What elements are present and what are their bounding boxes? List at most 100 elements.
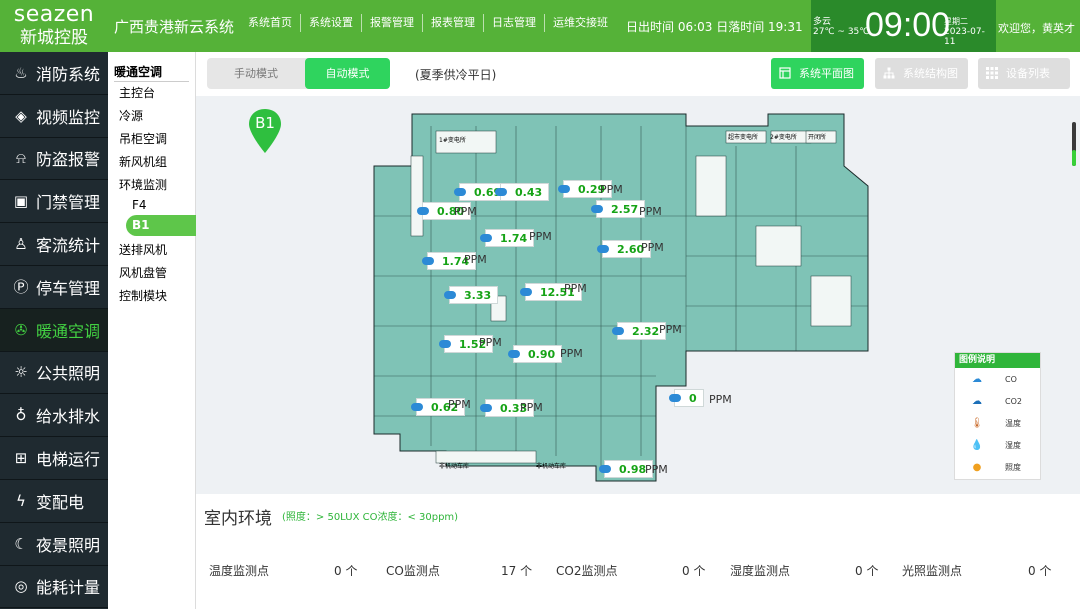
legend-label: CO2 — [1005, 396, 1022, 406]
sidebar-item[interactable]: ▣门禁管理 — [0, 180, 108, 224]
sensor-reading[interactable]: 12.51 — [520, 283, 582, 301]
floor-plan-label: 系统平面图 — [799, 67, 854, 80]
structure-button[interactable]: 系统结构图 — [875, 58, 968, 89]
room-label: 开闭所 — [808, 134, 827, 141]
room-label: 非机动车库 — [439, 463, 470, 470]
sidebar-item[interactable]: ◎能耗计量 — [0, 566, 108, 609]
system-title: 广西贵港新云系统 — [114, 18, 235, 36]
stat-label: 湿度监测点 — [730, 564, 791, 578]
sidebar-item[interactable]: ⍾防盗报警 — [0, 138, 108, 181]
sub-item-floor-b1[interactable]: B1 — [126, 215, 196, 236]
sidebar-item[interactable]: Ⓟ 停车管理 — [0, 266, 108, 309]
sensor-reading[interactable]: 3.33 — [444, 286, 499, 304]
nav-alarms[interactable]: 报警管理 — [361, 14, 422, 32]
logo: seazen 新城控股 — [0, 0, 108, 52]
environment-criteria: (照度：> 50LUX CO浓度：< 30ppm) — [282, 512, 459, 523]
sensor-reading[interactable]: 0.80 — [417, 202, 472, 220]
sensor-reading[interactable]: 0.98 — [599, 460, 654, 478]
temperature-range: 27℃ ~ 35℃ — [813, 27, 870, 37]
top-nav: 系统首页 系统设置 报警管理 报表管理 日志管理 运维交接班 — [240, 14, 616, 32]
co-cloud-icon — [599, 465, 611, 473]
co-cloud-icon — [417, 207, 429, 215]
sensor-reading[interactable]: 0.69 — [454, 183, 509, 201]
auto-mode-button[interactable]: 自动模式 — [305, 58, 390, 89]
nav-home[interactable]: 系统首页 — [248, 16, 292, 29]
floor-plan-drawing — [373, 113, 869, 482]
nav-settings[interactable]: 系统设置 — [300, 14, 361, 32]
parking-icon: Ⓟ — [13, 278, 29, 297]
welcome-user[interactable]: 欢迎您，黄英才 — [998, 22, 1075, 35]
sensor-value: 2.57 — [611, 202, 639, 216]
sub-item-fan-coil[interactable]: 风机盘管 — [119, 266, 168, 280]
sensor-reading[interactable]: 0.33 — [480, 399, 535, 417]
sensor-reading[interactable]: 0.29 — [558, 180, 613, 198]
sensor-reading[interactable]: 2.32 — [612, 322, 667, 340]
logo-text-en: seazen — [13, 2, 95, 27]
sub-item-floor-f4[interactable]: F4 — [132, 198, 147, 212]
sunrise-sunset: 日出时间 06:03 日落时间 19:31 — [626, 20, 803, 34]
weather-condition: 多云 — [813, 17, 832, 27]
room-label: 2#变电所 — [770, 134, 797, 141]
sidebar-item[interactable]: ☾夜景照明 — [0, 523, 108, 566]
scrollbar[interactable] — [1072, 122, 1076, 166]
sub-item-cold-source[interactable]: 冷源 — [119, 109, 144, 123]
sidebar-item[interactable]: ♙客流统计 — [0, 223, 108, 266]
sensor-value: 0.29 — [578, 182, 606, 196]
floor-plan-map[interactable]: 1#变电所 超市变电所 2#变电所 开闭所 非机动车库 非机动车库 B1 0.6… — [196, 96, 1080, 494]
sensor-reading[interactable]: 0 — [669, 389, 704, 407]
sidebar-item-label: 停车管理 — [36, 278, 101, 298]
season-mode-label: (夏季供冷平日) — [415, 68, 497, 82]
sensor-reading[interactable]: 1.52 — [439, 335, 494, 353]
scrollbar-thumb[interactable] — [1072, 150, 1076, 166]
floor-marker: B1 — [248, 108, 282, 154]
person-icon: ♙ — [14, 235, 28, 254]
sensor-reading[interactable]: 2.60 — [597, 240, 652, 258]
sensor-reading[interactable]: 1.74 — [480, 229, 535, 247]
sidebar-item[interactable]: ♨消防系统 — [0, 52, 108, 95]
weekday: 星期二 — [944, 17, 968, 26]
sensor-reading[interactable]: 0.43 — [495, 183, 550, 201]
device-list-label: 设备列表 — [1006, 67, 1050, 80]
sidebar-item-label: 能耗计量 — [36, 578, 101, 598]
room-label: 非机动车库 — [536, 463, 567, 470]
legend-label: CO — [1005, 374, 1017, 384]
sidebar-item[interactable]: ◈视频监控 — [0, 95, 108, 138]
sensor-reading[interactable]: 2.57 — [591, 200, 646, 218]
nav-shift-handover[interactable]: 运维交接班 — [544, 14, 616, 32]
unit-label: PPM — [709, 393, 732, 406]
co-cloud-icon — [591, 205, 603, 213]
sub-item-control-module[interactable]: 控制模块 — [119, 289, 168, 303]
sub-item-fresh-air[interactable]: 新风机组 — [119, 155, 168, 169]
co-cloud-icon: ☁ — [972, 373, 982, 385]
sub-item-exhaust-fan[interactable]: 送排风机 — [119, 243, 168, 257]
floor-plan-button[interactable]: 系统平面图 — [771, 58, 864, 89]
sidebar-item[interactable]: ⊞电梯运行 — [0, 437, 108, 480]
sensor-reading[interactable]: 0.90 — [508, 345, 563, 363]
logo-text-cn: 新城控股 — [20, 28, 88, 48]
nav-reports[interactable]: 报表管理 — [422, 14, 483, 32]
stat-label: CO监测点 — [386, 564, 440, 578]
stat-count: 17 个 — [501, 564, 533, 578]
sensor-reading[interactable]: 1.74 — [422, 252, 477, 270]
device-list-button[interactable]: 设备列表 — [978, 58, 1070, 89]
sub-item-console[interactable]: 主控台 — [119, 86, 156, 100]
door-icon: ▣ — [13, 192, 29, 211]
manual-mode-button[interactable]: 手动模式 — [234, 67, 278, 80]
co-cloud-icon — [480, 234, 492, 242]
sidebar-item[interactable]: ♁给水排水 — [0, 394, 108, 438]
legend-item-co2: ☁CO2 — [955, 390, 1040, 412]
co-cloud-icon — [495, 188, 507, 196]
sub-item-env-monitor[interactable]: 环境监测 — [119, 178, 168, 192]
sidebar-item[interactable]: ✇暖通空调 — [0, 308, 108, 352]
sensor-value: 0.43 — [515, 185, 543, 199]
sidebar-item[interactable]: ☼公共照明 — [0, 352, 108, 395]
sub-item-ceiling-ac[interactable]: 吊柜空调 — [119, 132, 168, 146]
bolt-icon: ϟ — [16, 491, 26, 510]
nav-logs[interactable]: 日志管理 — [483, 14, 544, 32]
co-cloud-icon — [454, 188, 466, 196]
legend-item-temp: 🌡温度 — [955, 412, 1040, 434]
top-header: seazen 新城控股 广西贵港新云系统 系统首页 系统设置 报警管理 报表管理… — [0, 0, 1080, 52]
sensor-reading[interactable]: 0.62 — [411, 398, 466, 416]
